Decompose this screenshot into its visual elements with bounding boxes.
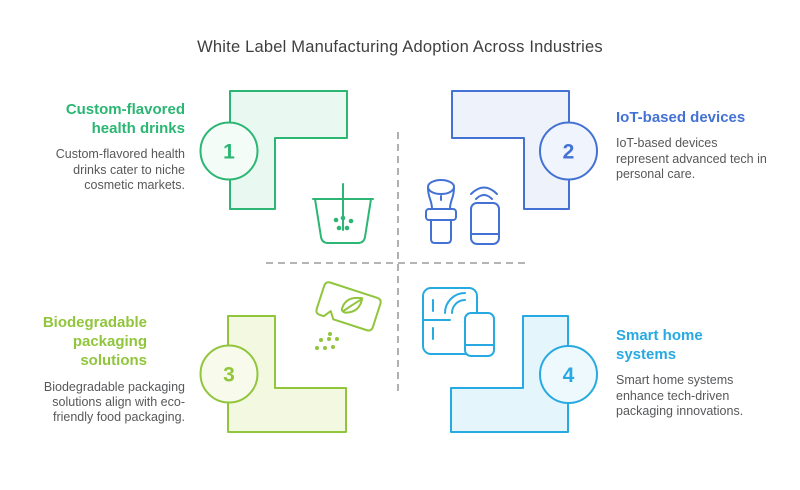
quadrant-4-shape [450,315,569,433]
grinder-and-phone-icon [425,179,500,245]
quadrant-4-description: Smart home systems enhance tech-driven p… [616,373,744,419]
quadrant-3-number: 3 [223,364,235,387]
quadrant-3-text-block: Biodegradable packaging solutions Biodeg… [35,313,185,426]
quadrant-4-number-badge [539,345,598,404]
smart-fridge-and-phone-icon [422,287,495,357]
quadrant-4-number: 4 [563,364,575,387]
quadrant-2-description: IoT-based devices represent advanced tec… [616,136,767,181]
quadrant-4-heading: Smart home systems [616,327,703,364]
quadrant-2-number: 2 [563,141,575,164]
quadrant-1-description: Custom-flavored health drinks cater to n… [55,147,185,193]
quadrant-3-heading: Biodegradable packaging solutions [42,314,147,370]
quadrant-3-number-badge [199,344,259,404]
page-title: White Label Manufacturing Adoption Acros… [197,38,603,56]
seed-packet-leaf-icon [315,281,382,350]
quadrant-3-description: Biodegradable packaging solutions align … [43,379,185,425]
quadrant-4-text-block: Smart home systems Smart home systems en… [616,326,768,420]
quadrant-1-shape [229,90,348,210]
quadrant-2-heading: IoT-based devices [616,109,746,126]
quadrant-2-number-badge [539,121,598,181]
quadrant-1-number: 1 [223,141,235,164]
quadrant-3-shape [227,315,347,433]
quadrant-1-text-block: Custom-flavored health drinks Custom-fla… [35,100,185,194]
quadrant-1-number-badge [199,121,259,181]
quadrant-2-shape [451,90,570,210]
quadrant-1-heading: Custom-flavored health drinks [65,101,185,138]
quadrant-2-text-block: IoT-based devices IoT-based devices repr… [616,108,768,182]
bubble-tea-drink-icon [312,183,374,244]
